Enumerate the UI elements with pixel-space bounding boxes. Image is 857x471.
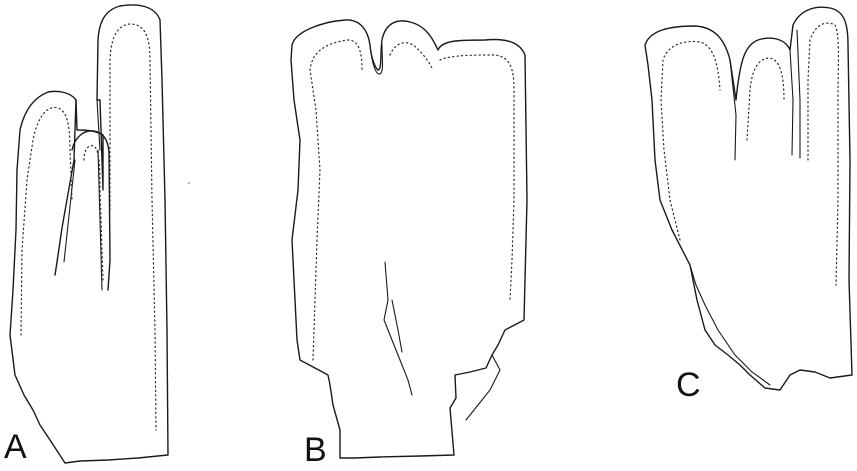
panel-a-small-finger [72,131,110,290]
panel-b-label: B [304,431,327,469]
panel-c-outline [645,7,852,390]
panel-c-finger-edge-1 [730,60,736,160]
panel-c-finger-edge-3 [797,30,800,158]
panel-b-flap [466,355,500,420]
panel-a: A [4,5,168,466]
panel-c: C [645,7,852,404]
panel-c-dotted [661,23,838,285]
panel-a-dotted-right [110,24,156,430]
panel-b: B [291,20,527,469]
panel-a-outline [10,5,168,463]
panel-a-inner-line-2 [98,150,102,290]
panel-c-lower-flap [690,265,770,385]
speck-mark [188,182,190,184]
panel-a-label: A [4,428,27,466]
panel-b-dotted [310,40,514,360]
panel-c-finger-edge-2 [790,50,793,155]
panel-c-label: C [676,366,701,404]
panel-b-outline [291,20,527,458]
panel-a-dotted-left [21,107,72,335]
